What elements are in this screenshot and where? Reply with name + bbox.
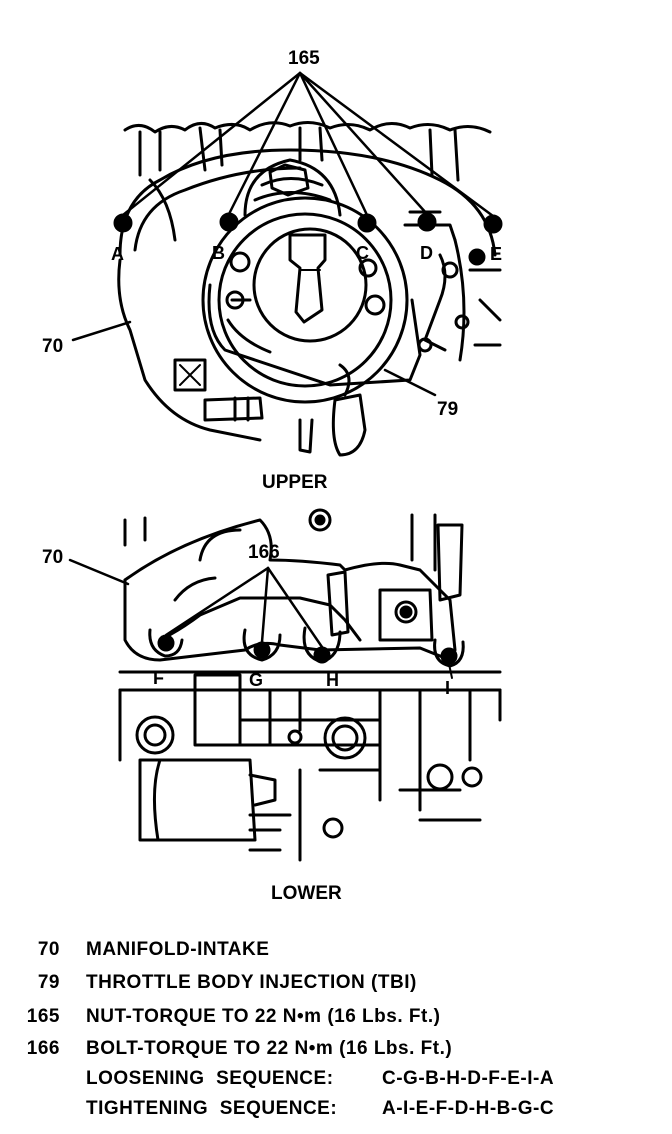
lower-view-drawing (118, 508, 502, 862)
callout-165-leaders (121, 71, 495, 218)
fastener-b-label: B (212, 243, 225, 263)
bolt-i-leader (448, 663, 453, 679)
callout-79: 79 (437, 399, 458, 420)
tightening-sequence-label: TIGHTENING SEQUENCE: (86, 1098, 338, 1119)
legend-number: 166 (26, 1038, 60, 1059)
callout-165: 165 (288, 48, 320, 69)
loosening-sequence-value: C-G-B-H-D-F-E-I-A (382, 1068, 555, 1089)
legend: 70 MANIFOLD-INTAKE 79 THROTTLE BODY INJE… (0, 935, 672, 1130)
callout-70-lower: 70 (42, 547, 63, 568)
tightening-sequence-value: A-I-E-F-D-H-B-G-C (382, 1098, 555, 1119)
callout-70-lower-leader (68, 558, 130, 586)
callout-79-leader (383, 368, 437, 397)
legend-text: BOLT-TORQUE TO 22 N•m (16 Lbs. Ft.) (86, 1038, 453, 1059)
legend-number: 79 (37, 972, 60, 993)
callout-70-upper-leader (71, 320, 132, 342)
legend-text: MANIFOLD-INTAKE (86, 939, 270, 960)
callout-166-leaders (164, 566, 324, 649)
fastener-h-label: H (326, 670, 339, 690)
fastener-i-label: I (445, 678, 450, 698)
legend-text: NUT-TORQUE TO 22 N•m (16 Lbs. Ft.) (86, 1006, 441, 1027)
fastener-c-label: C (356, 243, 369, 263)
legend-number: 70 (37, 939, 60, 960)
lower-view-title: LOWER (271, 883, 342, 904)
legend-text: THROTTLE BODY INJECTION (TBI) (86, 972, 417, 993)
upper-view-title: UPPER (262, 472, 328, 493)
fastener-f-label: F (153, 668, 164, 688)
callout-70-upper: 70 (42, 336, 63, 357)
fastener-a-label: A (111, 244, 124, 264)
fastener-d-label: D (420, 243, 433, 263)
loosening-sequence-label: LOOSENING SEQUENCE: (86, 1068, 334, 1089)
legend-number: 165 (26, 1006, 60, 1027)
upper-view-drawing (113, 121, 503, 457)
callout-166: 166 (248, 542, 280, 563)
fastener-e-label: E (490, 244, 502, 264)
fastener-g-label: G (249, 670, 263, 690)
